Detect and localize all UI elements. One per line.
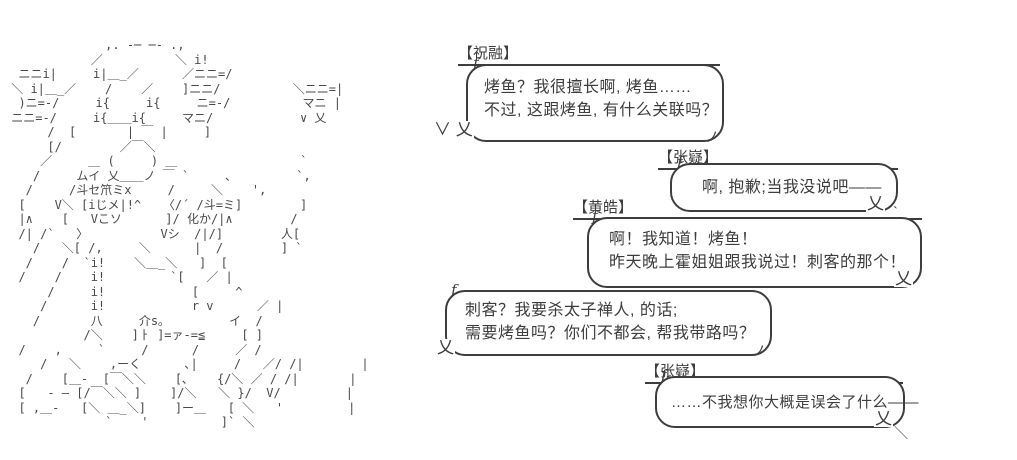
dialogue-line: 不过, 这跟烤鱼, 有什么关联吗？ — [484, 102, 719, 119]
dialogue-line: 需要烤鱼吗？你们不都会, 帮我带路吗？ — [465, 325, 756, 342]
speaker-label-zhurong: 【祝融】 — [458, 42, 720, 66]
bubble-corner-end-icon: ＼ — [894, 425, 908, 441]
dialogue-line: ……不我想你大概是误会了什么—— — [671, 394, 920, 411]
speech-bubble-zhangni-2: ……不我想你大概是误会了什么—— — [655, 376, 920, 428]
ascii-art-character: ,. -─ ─- ., ／ ＼ i! ニニi| i|＿_／ ／ニニ=/ ＼ i|… — [11, 38, 369, 429]
dialogue-line: 啊！我知道！烤鱼！ — [609, 231, 758, 248]
bubble-corner-f-icon: f — [677, 153, 683, 171]
bubble-corner-end-icon: ｀ — [889, 207, 903, 223]
bubble-tail-icon: 乂 — [436, 338, 455, 357]
bubble-corner-f-icon: f — [451, 281, 457, 299]
speech-bubble-protagonist: 刺客？我要杀太子禅人, 的话; 需要烤鱼吗？你们不都会, 帮我带路吗？ — [445, 290, 772, 356]
bubble-tail-icon: 乂 — [874, 409, 893, 428]
dialogue-line: 啊, 抱歉;当我没说吧—— — [702, 179, 882, 196]
speech-bubble-zhangni-1: 啊, 抱歉;当我没说吧—— — [670, 163, 898, 212]
speech-bubble-zhurong: 烤鱼？我很擅长啊, 烤鱼…… 不过, 这跟烤鱼, 有什么关联吗？ — [466, 64, 724, 142]
bubble-corner-f-icon: f — [473, 54, 479, 72]
dialogue-line: 刺客？我要杀太子禅人, 的话; — [465, 302, 678, 319]
bubble-corner-f-icon: f — [661, 366, 667, 384]
dialogue-line: 昨天晚上霍姐姐跟我说过！刺客的那个！ — [609, 254, 907, 271]
bubble-corner-f-icon: f — [592, 207, 598, 225]
dialogue-line: 烤鱼？我很擅长啊, 烤鱼…… — [484, 79, 692, 96]
bubble-tail-icon: 乂 — [894, 269, 913, 288]
bubble-corner-end-icon: ノ — [705, 129, 719, 145]
bubble-corner-end-icon: ノ — [752, 343, 766, 359]
speech-bubble-huanghao: 啊！我知道！烤鱼！ 昨天晚上霍姐姐跟我说过！刺客的那个！ — [587, 217, 922, 288]
bubble-tail-icon: 乂 — [866, 194, 885, 213]
bubble-tail-icon: ∨ 乂 — [433, 120, 474, 139]
